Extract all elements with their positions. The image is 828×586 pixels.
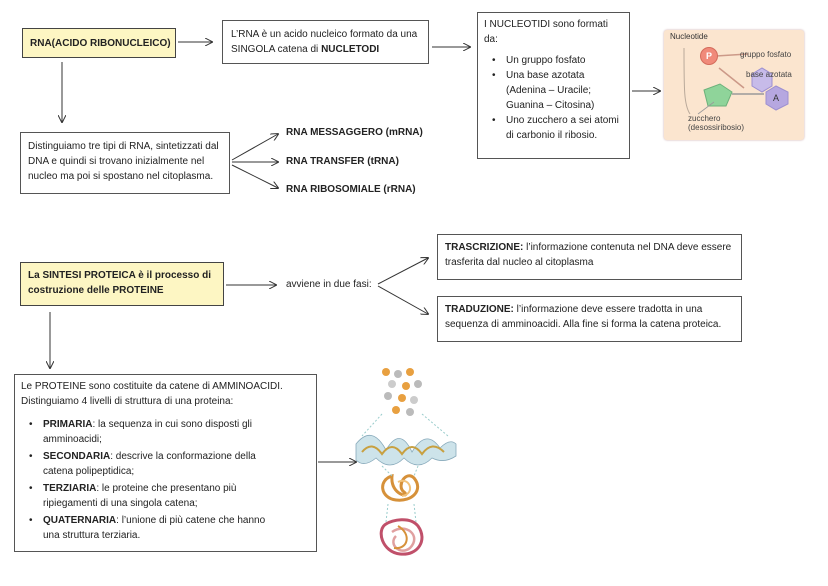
arrow-to-trascrizione: [377, 258, 428, 285]
level-text: : la sequenza in cui sono disposti gli a…: [43, 419, 252, 445]
rna-definition-box: L’RNA è un acido nucleico formato da una…: [222, 20, 429, 64]
proteine-intro-2: Distinguiamo 4 livelli di struttura di u…: [21, 396, 234, 407]
proteine-intro-1: Le PROTEINE sono costituite da catene di…: [21, 381, 283, 392]
rna-types-text: Distinguiamo tre tipi di RNA, sintetizza…: [28, 141, 219, 182]
nucleotide-illustration: Nucleotide P A gruppo fosfato base azota…: [664, 30, 804, 140]
level-name: QUATERNARIA: [43, 515, 117, 526]
quaternary-structure-drawing: [379, 518, 424, 556]
traduzione-box: TRADUZIONE: l’informazione deve essere t…: [437, 296, 742, 342]
arrow-to-traduzione: [377, 285, 428, 314]
tertiary-structure-drawing: [381, 473, 420, 502]
secondary-structure-drawing: [355, 435, 457, 466]
base-letter: A: [773, 93, 780, 103]
protein-level-item: QUATERNARIA: l’unione di più catene che …: [21, 513, 280, 543]
rna-title-box: RNA(ACIDO RIBONUCLEICO): [22, 28, 176, 58]
proteine-box: Le PROTEINE sono costituite da catene di…: [14, 374, 317, 552]
label-base-azotata: base azotata: [746, 70, 792, 79]
base-shape-1: [751, 67, 773, 93]
sugar-shape: [703, 83, 733, 107]
level-name: PRIMARIA: [43, 419, 93, 430]
sintesi-text: La SINTESI PROTEICA è il processo di cos…: [28, 270, 212, 296]
nucleotide-title: Nucleotide: [670, 32, 708, 41]
arrow-to-mrna: [231, 134, 278, 161]
due-fasi-label: avviene in due fasi:: [286, 279, 372, 290]
level-text: : l’unione di più catene che hanno una s…: [43, 515, 266, 541]
nucleotidi-box: I NUCLEOTIDI sono formati da: Un gruppo …: [477, 12, 630, 159]
rna-title: RNA(ACIDO RIBONUCLEICO): [30, 38, 171, 49]
rna-definition-text: L’RNA è un acido nucleico formato da una…: [231, 29, 418, 55]
nucleotidi-item: Uno zucchero a sei atomi di carbonio il …: [484, 113, 623, 143]
level-name: TERZIARIA: [43, 483, 97, 494]
label-zucchero: zucchero: [688, 114, 721, 123]
sintesi-box: La SINTESI PROTEICA è il processo di cos…: [20, 262, 224, 306]
protein-level-item: PRIMARIA: la sequenza in cui sono dispos…: [21, 417, 280, 447]
rna-type-trna: RNA TRANSFER (tRNA): [286, 156, 399, 167]
protein-structure-illustration: [355, 368, 457, 556]
arrow-to-rrna: [231, 164, 278, 188]
trascrizione-box: TRASCRIZIONE: l’informazione contenuta n…: [437, 234, 742, 280]
traduzione-title: TRADUZIONE:: [445, 304, 514, 315]
phosphate-letter: P: [705, 51, 712, 61]
label-gruppo-fosfato: gruppo fosfato: [740, 50, 792, 59]
nucleotidi-item: Un gruppo fosfato: [484, 53, 623, 68]
level-text: : descrive la conformazione della catena…: [43, 451, 256, 477]
level-name: SECONDARIA: [43, 451, 111, 462]
base-shape-2: [765, 85, 789, 111]
protein-level-item: SECONDARIA: descrive la conformazione de…: [21, 449, 280, 479]
nucleotide-drawing: [683, 47, 789, 115]
traduzione-text: l’informazione deve essere tradotta in u…: [445, 304, 722, 330]
level-text: : le proteine che presentano più ripiega…: [43, 483, 237, 509]
nucleotidi-item: Una base azotata (Adenina – Uracile; Gua…: [484, 68, 623, 113]
rna-type-rrna: RNA RIBOSOMIALE (rRNA): [286, 184, 416, 195]
rna-types-box: Distinguiamo tre tipi di RNA, sintetizza…: [20, 132, 230, 194]
phosphate-icon: P: [700, 47, 718, 65]
protein-level-item: TERZIARIA: le proteine che presentano pi…: [21, 481, 280, 511]
rna-definition-bold: NUCLETODI: [321, 44, 380, 55]
trascrizione-title: TRASCRIZIONE:: [445, 242, 524, 253]
primary-structure-drawing: [361, 368, 449, 437]
label-desossiribosio: (desossiribosio): [688, 123, 745, 132]
rna-type-mrna: RNA MESSAGGERO (mRNA): [286, 127, 423, 138]
nucleotidi-intro: I NUCLEOTIDI sono formati da:: [484, 19, 608, 45]
trascrizione-text: l’informazione contenuta nel DNA deve es…: [445, 242, 732, 268]
